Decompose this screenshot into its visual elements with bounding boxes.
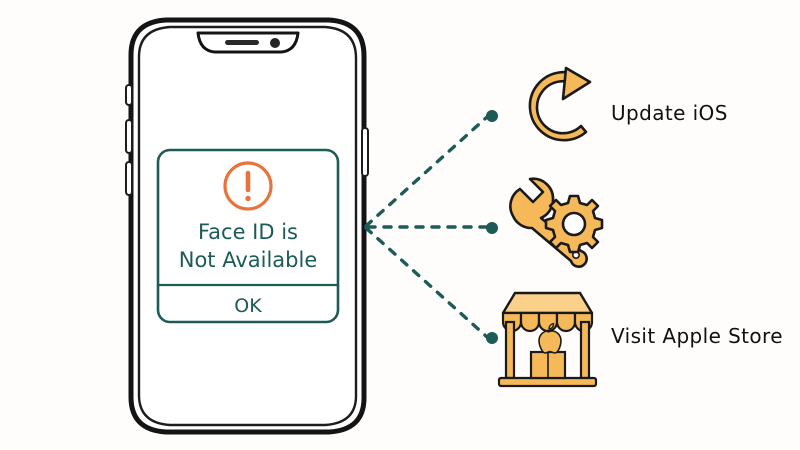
dialog-panel xyxy=(156,148,340,324)
volume-up-button[interactable] xyxy=(125,119,133,154)
earpiece-speaker-slot xyxy=(225,40,259,45)
endpoint-dot-update-ios xyxy=(486,110,498,122)
refresh-circle-arrow-icon[interactable] xyxy=(528,66,592,142)
wrench-gear-icon[interactable] xyxy=(509,177,604,268)
connector-to-update-ios xyxy=(364,115,489,228)
volume-down-button[interactable] xyxy=(125,161,133,196)
phone-notch xyxy=(196,31,300,54)
power-button[interactable] xyxy=(361,127,369,177)
endpoint-dot-apple-store xyxy=(486,332,498,344)
connector-endpoint-dots xyxy=(486,110,498,344)
phone-inner-frame xyxy=(137,25,358,427)
suggestion-label-update-ios: Update iOS xyxy=(611,101,728,125)
apple-storefront-icon[interactable] xyxy=(497,291,598,388)
suggestion-label-apple-store: Visit Apple Store xyxy=(611,324,783,348)
exclamation-warning-icon xyxy=(223,161,273,211)
connector-lines xyxy=(364,115,489,339)
apple-logo-icon xyxy=(538,322,562,354)
front-camera-dot xyxy=(270,38,280,48)
endpoint-dot-repair xyxy=(486,222,498,234)
connector-to-apple-store xyxy=(364,226,489,339)
face-id-alert-dialog xyxy=(156,148,340,324)
mute-switch[interactable] xyxy=(125,84,133,106)
